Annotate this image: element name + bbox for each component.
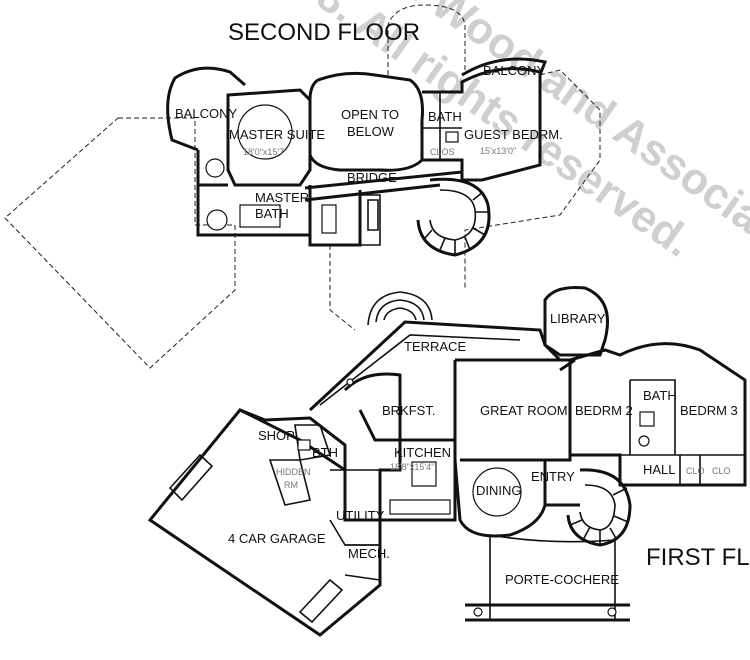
label-bath-1f: BATH bbox=[643, 388, 677, 403]
bth-fixture bbox=[297, 439, 311, 451]
second-floor-labels: SECOND FLOOR BALCONY MASTER SUITE 18'0"x… bbox=[175, 19, 563, 221]
terrace-semicircle bbox=[367, 291, 433, 326]
label-kitchen: KITCHEN bbox=[394, 445, 451, 460]
label-mech: MECH. bbox=[348, 546, 390, 561]
bridge-walls bbox=[304, 170, 463, 247]
second-floor-plan bbox=[4, 4, 601, 369]
garage-door-1 bbox=[168, 453, 214, 502]
tub-fixture-1 bbox=[205, 158, 225, 178]
guest-bedroom-walls bbox=[422, 67, 542, 182]
label-bridge: BRIDGE bbox=[347, 170, 397, 185]
spiral-stair-upper bbox=[416, 177, 491, 257]
roof-outline-left bbox=[4, 117, 236, 369]
first-floor-plan bbox=[147, 286, 747, 637]
label-open-to-1: OPEN TO bbox=[341, 107, 399, 122]
label-master-bath-2: BATH bbox=[255, 206, 289, 221]
brkfst-post bbox=[346, 378, 354, 386]
label-hidden-rm-2: RM bbox=[284, 480, 298, 490]
label-master-bath-1: MASTER bbox=[255, 190, 309, 205]
first-floor-labels: TERRACE LIBRARY BRKFST. GREAT ROOM BEDRM… bbox=[228, 311, 750, 587]
label-hall: HALL bbox=[643, 462, 676, 477]
mech-walls bbox=[344, 544, 381, 581]
second-floor-title: SECOND FLOOR bbox=[228, 19, 420, 46]
tub-fixture-2 bbox=[206, 209, 228, 231]
upper-arch-outline bbox=[387, 4, 466, 75]
shop-walls bbox=[239, 408, 347, 470]
label-bath-2f: BATH bbox=[428, 109, 462, 124]
label-garage: 4 CAR GARAGE bbox=[228, 531, 326, 546]
master-suite-walls bbox=[226, 88, 312, 187]
guest-bath-sink bbox=[445, 131, 459, 143]
label-brkfst: BRKFST. bbox=[382, 403, 435, 418]
porte-cochere-outline bbox=[489, 534, 616, 621]
hidden-rm-walls bbox=[268, 459, 311, 506]
label-dining: DINING bbox=[476, 483, 522, 498]
column-1 bbox=[473, 607, 483, 617]
label-clo-1: CLO bbox=[686, 466, 705, 476]
first-floor-title: FIRST FLOOR bbox=[646, 544, 750, 571]
column-2 bbox=[607, 607, 617, 617]
porte-cochere-front bbox=[465, 603, 630, 622]
label-clo-2: CLO bbox=[712, 466, 731, 476]
label-bth: BTH bbox=[312, 445, 338, 460]
master-suite-rug bbox=[237, 104, 293, 160]
label-library: LIBRARY bbox=[550, 311, 606, 326]
balcony-right-outline bbox=[461, 57, 548, 77]
label-balcony-right: BALCONY bbox=[483, 63, 545, 78]
vanity-fixture bbox=[239, 204, 281, 228]
dining-entry-walls bbox=[453, 459, 580, 538]
label-master-suite-dims: 18'0"x15'7" bbox=[243, 147, 287, 157]
roof-outline-right bbox=[464, 69, 601, 290]
label-closet-2f: CLOS bbox=[430, 147, 455, 157]
master-closets bbox=[360, 194, 381, 246]
label-terrace: TERRACE bbox=[404, 339, 466, 354]
label-utility: UTILITY bbox=[336, 508, 385, 523]
label-guest-bedroom: GUEST BEDRM. bbox=[464, 127, 563, 142]
kitchen-counter bbox=[389, 499, 451, 515]
label-great-room: GREAT ROOM bbox=[480, 403, 568, 418]
label-kitchen-dims: 18'8"x15'4" bbox=[390, 462, 434, 472]
open-to-below-outline bbox=[308, 71, 424, 172]
dining-table bbox=[472, 467, 522, 517]
bedroom-wing-walls bbox=[569, 342, 747, 487]
guest-bath-partitions bbox=[422, 92, 462, 160]
balcony-left-outline bbox=[166, 66, 246, 152]
bath-hall-partitions bbox=[620, 379, 745, 485]
kitchen-island bbox=[411, 461, 437, 487]
label-open-to-2: BELOW bbox=[347, 124, 395, 139]
connector-dashed bbox=[329, 245, 356, 331]
spiral-stair-lower bbox=[566, 468, 632, 547]
label-porte-cochere: PORTE-COCHERE bbox=[505, 572, 619, 587]
bridge-fixture bbox=[321, 204, 337, 234]
terrace-outline bbox=[308, 320, 564, 412]
label-guest-dims: 15'x13'0" bbox=[480, 146, 516, 156]
bath-tub bbox=[639, 411, 655, 427]
garage-door-2 bbox=[298, 578, 344, 624]
label-bedroom-2: BEDRM 2 bbox=[575, 403, 633, 418]
label-master-suite: MASTER SUITE bbox=[229, 127, 325, 142]
label-balcony-left: BALCONY bbox=[175, 106, 237, 121]
label-bedroom-3: BEDRM 3 bbox=[680, 403, 738, 418]
label-entry: ENTRY bbox=[531, 469, 575, 484]
bath-sink bbox=[638, 435, 650, 447]
label-shop: SHOP bbox=[258, 428, 295, 443]
library-outline bbox=[543, 286, 609, 357]
label-hidden-rm-1: HIDDEN bbox=[276, 467, 311, 477]
